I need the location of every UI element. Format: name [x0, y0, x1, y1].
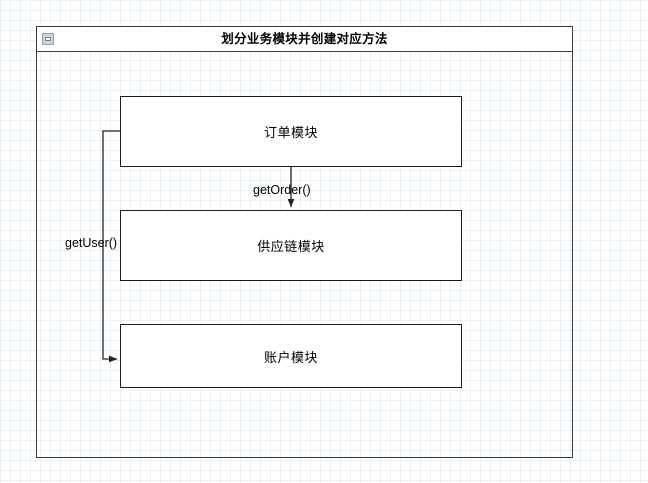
container-titlebar[interactable]: 划分业务模块并创建对应方法: [36, 26, 573, 52]
node-account-module[interactable]: 账户模块: [120, 324, 462, 388]
node-order-module[interactable]: 订单模块: [120, 96, 462, 167]
collapse-minus-icon[interactable]: [42, 33, 54, 45]
edge-label-get-user: getUser(): [65, 236, 118, 250]
node-account-module-label: 账户模块: [263, 349, 318, 365]
container-title: 划分业务模块并创建对应方法: [221, 31, 388, 46]
node-order-module-label: 订单模块: [263, 125, 318, 140]
node-supply-chain-module[interactable]: 供应链模块: [120, 210, 462, 281]
collapse-minus-glyph: [45, 37, 51, 41]
node-supply-chain-module-label: 供应链模块: [257, 239, 325, 254]
edge-label-get-order: getOrder(): [253, 183, 311, 197]
